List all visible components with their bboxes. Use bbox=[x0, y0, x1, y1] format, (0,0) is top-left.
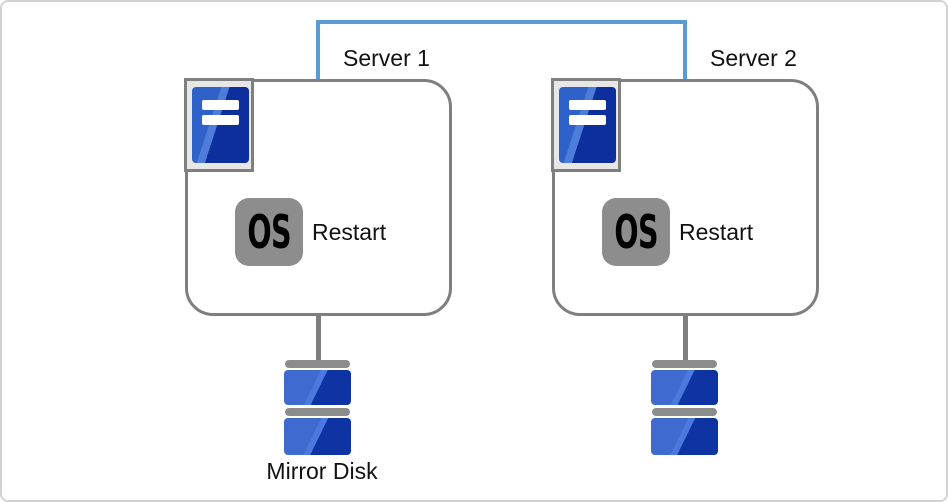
server-2-label: Server 2 bbox=[710, 45, 797, 71]
server-1-icon-tray bbox=[184, 78, 254, 172]
disk-cap bbox=[285, 408, 350, 416]
interconnect-link-line bbox=[316, 20, 687, 80]
disk-connector-line bbox=[683, 315, 688, 361]
os-icon: OS bbox=[602, 198, 670, 266]
disk-platter bbox=[651, 418, 718, 455]
disk-cap bbox=[652, 408, 717, 416]
server-icon-slot bbox=[569, 100, 606, 110]
restart-label: Restart bbox=[312, 219, 387, 245]
mirror-disk-icon bbox=[284, 360, 351, 455]
os-label: OS bbox=[614, 205, 658, 259]
disk-platter bbox=[651, 370, 718, 405]
restart-label: Restart bbox=[679, 219, 754, 245]
disk-platter bbox=[284, 418, 351, 455]
server-icon bbox=[192, 87, 249, 163]
server-icon-slot bbox=[202, 100, 239, 110]
mirror-disk-icon bbox=[651, 360, 718, 455]
os-label: OS bbox=[247, 205, 291, 259]
server-icon-slot bbox=[569, 115, 606, 125]
server-1-label: Server 1 bbox=[343, 45, 430, 71]
server-2-icon-tray bbox=[551, 78, 621, 172]
os-icon: OS bbox=[235, 198, 303, 266]
mirror-disk-label: Mirror Disk bbox=[266, 458, 378, 484]
server-2-group: Server 2 OS Restart bbox=[551, 45, 819, 455]
disk-cap bbox=[652, 360, 717, 368]
disk-connector-line bbox=[316, 315, 321, 361]
disk-platter bbox=[284, 370, 351, 405]
disk-cap bbox=[285, 360, 350, 368]
server-icon-slot bbox=[202, 115, 239, 125]
server-1-group: Server 1 OS Restart bbox=[184, 45, 452, 455]
server-icon bbox=[559, 87, 616, 163]
